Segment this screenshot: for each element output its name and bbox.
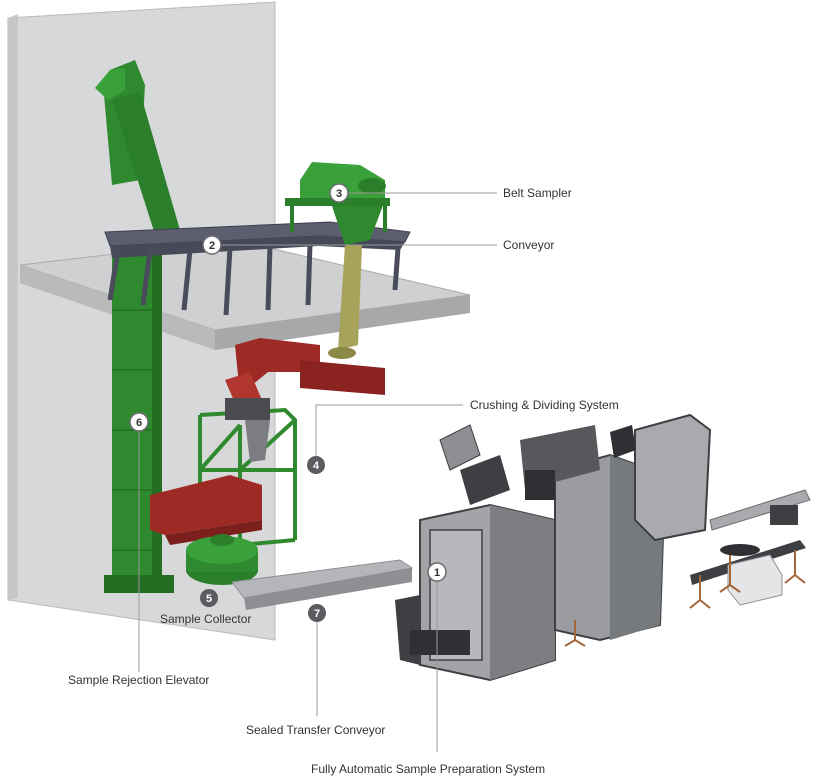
svg-text:1: 1 <box>434 567 440 579</box>
svg-text:3: 3 <box>336 188 342 200</box>
sample-collector-graphic <box>186 534 258 585</box>
marker-3: 3 <box>329 183 349 203</box>
marker-2: 2 <box>202 235 222 255</box>
label-fully-automatic-sample-preparation-system: Fully Automatic Sample Preparation Syste… <box>311 762 546 776</box>
marker-1: 1 <box>427 562 447 582</box>
label-sample-rejection-elevator: Sample Rejection Elevator <box>68 673 210 687</box>
conveyor-graphic <box>104 221 411 316</box>
label-conveyor: Conveyor <box>503 238 555 252</box>
svg-text:6: 6 <box>136 417 142 429</box>
svg-text:4: 4 <box>313 460 320 472</box>
svg-text:7: 7 <box>314 608 320 620</box>
marker-7: 7 <box>308 604 326 622</box>
sealed-transfer-conveyor-graphic <box>231 559 414 610</box>
marker-4: 4 <box>307 456 325 474</box>
belt-sampler-graphic <box>285 162 390 245</box>
sample-preparation-system-graphic <box>395 413 811 682</box>
leader-lines <box>138 192 497 752</box>
label-sealed-transfer-conveyor: Sealed Transfer Conveyor <box>246 723 386 737</box>
label-sample-collector: Sample Collector <box>160 612 252 626</box>
sample-chute <box>338 245 362 350</box>
marker-5: 5 <box>200 589 218 607</box>
label-belt-sampler: Belt Sampler <box>503 186 572 200</box>
horizontal-crusher <box>150 475 262 545</box>
marker-6: 6 <box>129 412 149 432</box>
svg-text:2: 2 <box>209 240 215 252</box>
crusher-ducts <box>225 338 385 410</box>
svg-text:5: 5 <box>206 593 212 605</box>
label-crushing-dividing-system: Crushing & Dividing System <box>470 398 619 412</box>
